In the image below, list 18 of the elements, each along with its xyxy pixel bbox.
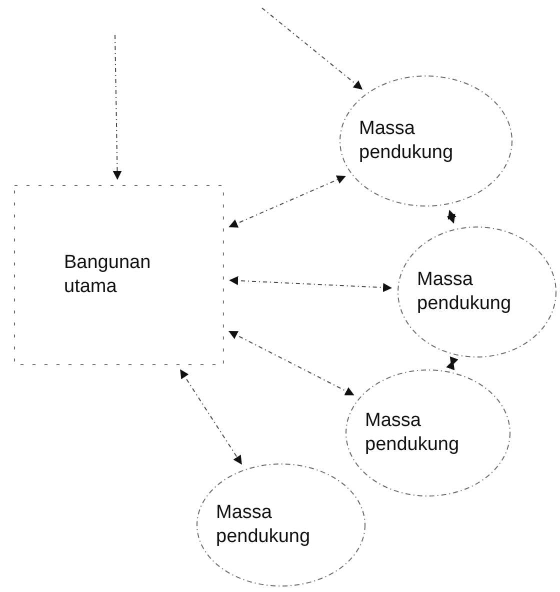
arrow (228, 175, 346, 228)
arrow (180, 369, 242, 465)
arrow (262, 8, 363, 90)
support-mass-ellipse (397, 226, 557, 358)
arrow (446, 356, 458, 370)
node-label: Massa pendukung (417, 268, 512, 316)
support-mass-ellipse (339, 75, 513, 207)
arrow (112, 34, 122, 180)
node-label: Massa pendukung (359, 117, 454, 165)
building-area (14, 185, 224, 365)
node-label: Bangunan utama (64, 251, 152, 299)
node-label: Massa pendukung (365, 409, 460, 457)
arrow (228, 330, 354, 396)
support-mass-ellipse (196, 463, 366, 587)
arrow (446, 210, 456, 224)
node-label: Massa pendukung (216, 501, 312, 549)
arrow (229, 276, 392, 292)
support-mass-ellipse (345, 369, 511, 497)
